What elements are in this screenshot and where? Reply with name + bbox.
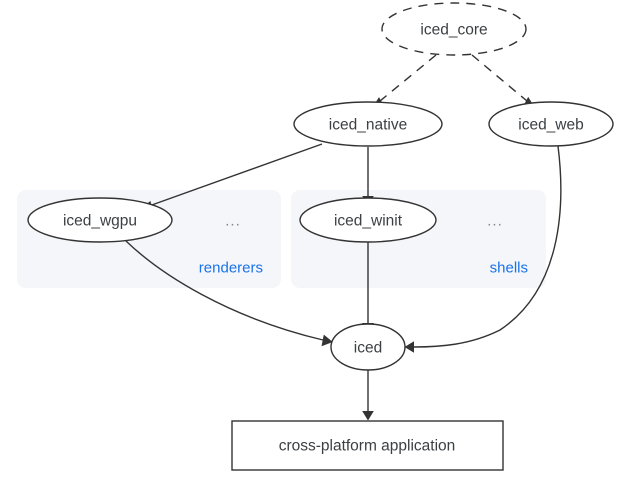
edge-iced-native-to-iced-winit	[362, 147, 374, 206]
cluster-shells-label: shells	[490, 260, 528, 277]
node-iced-web-shape[interactable]	[488, 101, 614, 147]
node-iced-web[interactable]: iced_web	[488, 101, 614, 147]
node-iced-wgpu-shape[interactable]	[27, 197, 173, 243]
node-iced-core-shape[interactable]	[381, 2, 527, 56]
cluster-renderers-ellipsis: ...	[225, 213, 241, 230]
edge-iced-core-to-iced-web	[471, 54, 535, 108]
edge-iced-core-to-iced-native	[372, 54, 437, 108]
node-cross-platform-application-shape[interactable]	[231, 420, 504, 471]
node-iced-native[interactable]: iced_native	[293, 101, 443, 147]
node-iced-winit-shape[interactable]	[299, 197, 437, 243]
edge-iced-to-application	[362, 370, 374, 421]
node-iced-wgpu[interactable]: iced_wgpu	[27, 197, 173, 243]
arrowhead-application	[362, 411, 374, 421]
node-iced-wgpu-label: iced_wgpu	[63, 213, 137, 230]
node-iced-native-shape[interactable]	[293, 101, 443, 147]
node-cross-platform-application[interactable]: cross-platform application	[231, 420, 504, 471]
edge-iced-web-to-iced	[404, 145, 562, 353]
node-iced-label: iced	[354, 340, 382, 357]
edge-iced-wgpu-to-iced	[122, 237, 333, 347]
node-iced-shape[interactable]	[330, 323, 406, 371]
cluster-shells-ellipsis: ...	[487, 213, 503, 230]
node-iced-core-label: iced_core	[420, 22, 487, 39]
node-iced[interactable]: iced	[330, 323, 406, 371]
node-iced-web-label: iced_web	[518, 117, 584, 134]
node-iced-winit-label: iced_winit	[334, 213, 403, 230]
node-cross-platform-application-label: cross-platform application	[279, 438, 456, 455]
arrowhead-iced-from-wgpu	[321, 334, 333, 347]
node-iced-core[interactable]: iced_core	[381, 2, 527, 56]
node-iced-native-label: iced_native	[329, 117, 407, 134]
cluster-renderers-label: renderers	[199, 260, 263, 277]
arrowhead-iced-from-web	[404, 341, 414, 353]
node-iced-winit[interactable]: iced_winit	[299, 197, 437, 243]
